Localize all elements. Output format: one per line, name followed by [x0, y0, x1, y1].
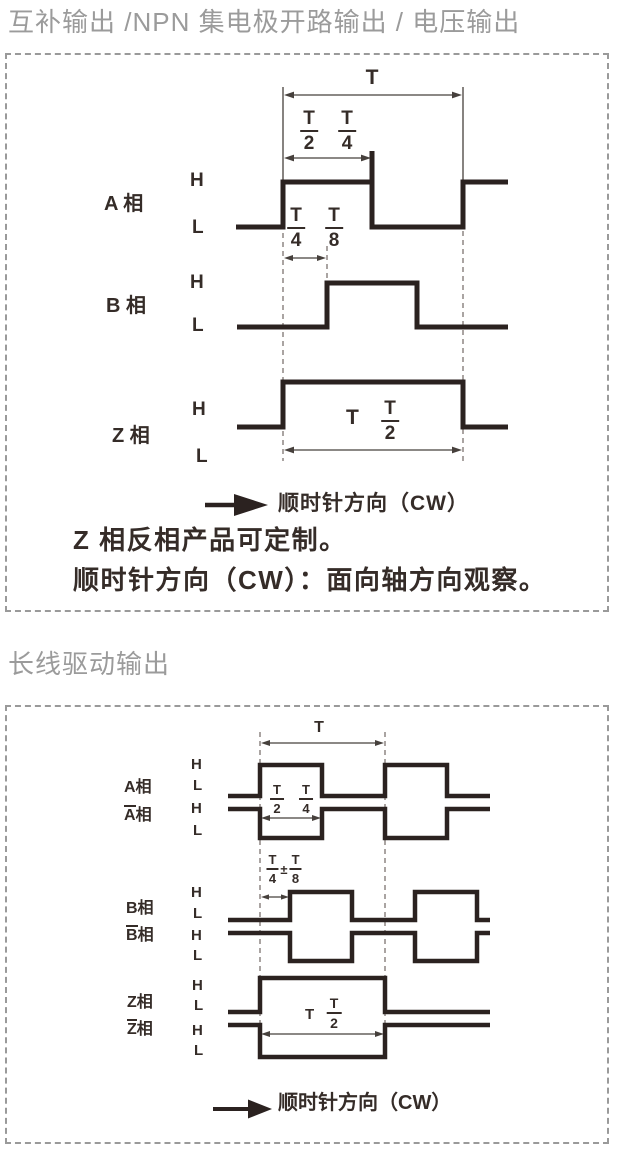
- note-cw-definition: 顺时针方向（CW）：面向轴方向观察。: [73, 565, 547, 595]
- dim-label-T: T: [365, 66, 379, 89]
- dimension-arrow-phase-shift: [261, 894, 289, 900]
- fraction-denominator: 2: [384, 423, 396, 444]
- phase-b-label: B 相: [106, 295, 146, 317]
- phase-a-high-label: H: [190, 170, 204, 191]
- section2-frame: [5, 705, 609, 1144]
- fraction-denominator: 4: [302, 801, 310, 816]
- fraction-t-over-4: T 4: [338, 109, 356, 153]
- overlined-letter: A: [124, 805, 136, 824]
- dimension-arrow-T2-T4: [261, 815, 321, 821]
- fraction-denominator: 8: [328, 230, 340, 251]
- level-label-l: L: [193, 947, 203, 964]
- fraction-t-over-8: T 8: [325, 206, 343, 250]
- phase-a-low-label: L: [192, 217, 204, 238]
- z-dim-label-T: T: [346, 406, 359, 429]
- phase-z-waveform: [228, 975, 490, 1015]
- phase-z-label: Z相: [127, 994, 153, 1011]
- fraction-t-over-2: T 2: [270, 783, 284, 815]
- level-label-h: H: [191, 756, 202, 773]
- overlined-letter: B: [126, 925, 138, 944]
- dimension-arrow-T: [284, 91, 462, 99]
- phase-b-waveform: [228, 889, 490, 923]
- level-label-h: H: [191, 927, 202, 944]
- cw-direction-arrow-icon: [213, 1099, 272, 1119]
- fraction-numerator: T: [289, 853, 302, 870]
- phase-b-inverted-label: B相: [126, 925, 154, 945]
- fraction-numerator: T: [325, 206, 343, 229]
- phase-z-inverted-label: Z相: [127, 1019, 153, 1039]
- phase-a-inverted-label: A相: [124, 805, 152, 825]
- cw-direction-arrow-icon: [205, 494, 268, 516]
- cw-direction-label: 顺时针方向（CW）: [278, 1092, 452, 1114]
- fraction-t-over-2: T 2: [300, 109, 318, 153]
- note-z-phase-custom: Z 相反相产品可定制。: [73, 525, 347, 555]
- fraction-denominator: 4: [290, 230, 302, 251]
- fraction-t-over-4: T 4: [287, 206, 305, 250]
- fraction-numerator: T: [338, 109, 356, 132]
- phase-a-inverted-waveform: [228, 806, 490, 841]
- section1-title: 互补输出 /NPN 集电极开路输出 / 电压输出: [8, 7, 521, 37]
- fraction-numerator: T: [300, 109, 318, 132]
- dimension-arrow-z-width: [261, 1031, 384, 1037]
- phase-b-waveform: [237, 280, 508, 330]
- level-label-l: L: [193, 777, 203, 794]
- phase-z-label: Z 相: [112, 425, 150, 447]
- phase-z-low-label: L: [196, 446, 208, 467]
- phase-b-high-label: H: [190, 272, 204, 293]
- level-label-l: L: [193, 822, 203, 839]
- fraction-denominator: 2: [273, 801, 281, 816]
- level-label-l: L: [193, 905, 203, 922]
- fraction-t-over-4: T 4: [299, 783, 313, 815]
- fraction-denominator: 8: [291, 871, 300, 886]
- overlined-letter: Z: [127, 1019, 137, 1038]
- fraction-denominator: 2: [303, 133, 315, 154]
- phase-a-label: A相: [124, 779, 152, 796]
- dimension-arrow-T4-T8: [284, 255, 326, 261]
- level-label-l: L: [194, 997, 204, 1014]
- level-label-h: H: [192, 977, 203, 994]
- fraction-numerator: T: [287, 206, 305, 229]
- fraction-t-over-4: T 4: [266, 853, 279, 886]
- dimension-arrow-T2-T4: [284, 154, 371, 162]
- fraction-t-over-2: T 2: [326, 996, 342, 1031]
- dimension-arrow-T: [261, 740, 384, 746]
- fraction-t-over-8: T 8: [289, 853, 302, 886]
- phase-suffix: 相: [136, 1021, 153, 1038]
- z-dim-label-T: T: [305, 1006, 315, 1023]
- section2-title: 长线驱动输出: [8, 649, 171, 679]
- level-label-h: H: [192, 1022, 203, 1039]
- cw-direction-label: 顺时针方向（CW）: [278, 492, 469, 515]
- plus-minus-sign: ±: [280, 861, 288, 877]
- level-label-h: H: [191, 884, 202, 901]
- phase-shift-label-t4-pm-t8: T 4 ± T 8: [266, 853, 302, 886]
- level-label-l: L: [194, 1042, 204, 1059]
- fraction-numerator: T: [381, 399, 399, 422]
- phase-z-inverted-waveform: [228, 1022, 490, 1060]
- fraction-denominator: 4: [268, 871, 277, 886]
- phase-z-high-label: H: [192, 399, 206, 420]
- dimension-arrow-z-width: [284, 446, 462, 454]
- fraction-denominator: 4: [341, 133, 353, 154]
- fraction-numerator: T: [299, 783, 313, 800]
- fraction-numerator: T: [266, 853, 279, 870]
- phase-a-label: A 相: [104, 193, 144, 215]
- phase-suffix: 相: [137, 927, 154, 944]
- phase-suffix: 相: [135, 807, 152, 824]
- fraction-numerator: T: [326, 996, 342, 1014]
- phase-a-waveform: [228, 762, 490, 799]
- section1-frame: [5, 53, 609, 612]
- level-label-h: H: [191, 800, 202, 817]
- dim-label-T: T: [314, 719, 324, 736]
- phase-z-waveform: [237, 379, 508, 430]
- fraction-denominator: 2: [330, 1015, 338, 1031]
- fraction-t-over-2: T 2: [381, 399, 399, 443]
- phase-b-label: B相: [126, 900, 154, 917]
- phase-b-inverted-waveform: [228, 930, 490, 964]
- phase-b-low-label: L: [192, 315, 204, 336]
- fraction-numerator: T: [270, 783, 284, 800]
- phase-a-waveform: [236, 179, 508, 230]
